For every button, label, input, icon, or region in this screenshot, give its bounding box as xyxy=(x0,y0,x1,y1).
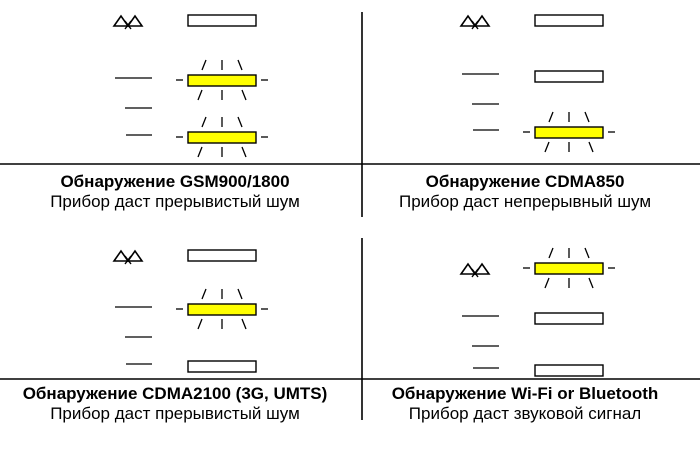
indicator-led-off xyxy=(534,312,604,325)
antenna-icon xyxy=(459,262,491,276)
glow-ray xyxy=(197,146,203,158)
panel-title: Обнаружение CDMA2100 (3G, UMTS) xyxy=(22,384,328,403)
glow-ray xyxy=(544,141,550,153)
indicator-led-off xyxy=(187,249,257,262)
panel-description: Прибор даст звуковой сигнал xyxy=(408,404,642,423)
glow-ray xyxy=(548,111,554,123)
glow-ray xyxy=(237,116,243,128)
indicator-led-lit xyxy=(534,262,604,275)
indicator-led-lit xyxy=(187,74,257,87)
panel-caption-wifi: Обнаружение Wi-Fi or Bluetooth Прибор да… xyxy=(350,384,700,424)
panel-title: Обнаружение CDMA850 xyxy=(425,172,625,191)
glow-ray xyxy=(237,59,243,71)
antenna-icon xyxy=(124,20,132,30)
panel-description: Прибор даст прерывистый шум xyxy=(50,192,300,211)
glow-ray xyxy=(201,116,207,128)
antenna-icon xyxy=(124,255,132,265)
glow-ray xyxy=(201,59,207,71)
glow-ray xyxy=(241,146,247,158)
panel-description: Прибор даст непрерывный шум xyxy=(398,192,652,211)
indicator-led-lit xyxy=(187,131,257,144)
glow-ray xyxy=(588,277,594,289)
glow-ray xyxy=(237,288,243,300)
glow-ray xyxy=(584,247,590,259)
panel-caption-cdma850: Обнаружение CDMA850 Прибор даст непрерыв… xyxy=(350,172,700,212)
glow-ray xyxy=(548,247,554,259)
panel-title: Обнаружение Wi-Fi or Bluetooth xyxy=(391,384,659,403)
indicator-led-off xyxy=(187,14,257,27)
indicator-led-off xyxy=(534,364,604,377)
glow-ray xyxy=(544,277,550,289)
glow-ray xyxy=(584,111,590,123)
panel-title: Обнаружение GSM900/1800 xyxy=(60,172,290,191)
panel-description: Прибор даст прерывистый шум xyxy=(50,404,300,423)
glow-ray xyxy=(241,318,247,330)
glow-ray xyxy=(241,89,247,101)
antenna-icon xyxy=(459,14,491,28)
glow-ray xyxy=(588,141,594,153)
panel-caption-cdma2100: Обнаружение CDMA2100 (3G, UMTS) Прибор д… xyxy=(0,384,350,424)
antenna-icon xyxy=(471,20,479,30)
antenna-icon xyxy=(112,14,144,28)
indicator-led-lit xyxy=(187,303,257,316)
indicator-led-off xyxy=(534,14,604,27)
indicator-led-lit xyxy=(534,126,604,139)
glow-ray xyxy=(201,288,207,300)
antenna-icon xyxy=(471,268,479,278)
glow-ray xyxy=(197,89,203,101)
indicator-led-off xyxy=(534,70,604,83)
panel-caption-gsm: Обнаружение GSM900/1800 Прибор даст прер… xyxy=(0,172,350,212)
glow-ray xyxy=(197,318,203,330)
antenna-icon xyxy=(112,249,144,263)
indicator-led-off xyxy=(187,360,257,373)
